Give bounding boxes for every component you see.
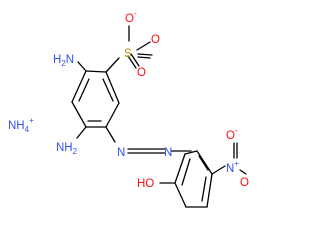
nitro-oxygen-charged: O- <box>226 126 238 142</box>
azo-nitrogen-1: N <box>117 147 125 159</box>
amino-bottom-label: NH2 <box>56 142 78 156</box>
nitro-oxygen: O <box>240 177 249 189</box>
amino-top-label: H2N <box>53 54 74 68</box>
azo-bonds <box>127 148 192 154</box>
upper-benzene-ring <box>71 70 120 128</box>
sulfonate-oxygen-a: O <box>151 34 160 46</box>
sulfonate-oxygen-b: O <box>137 67 146 79</box>
sulfonate-bonds <box>127 25 153 69</box>
ammonium-cation: NH4+ <box>8 116 34 134</box>
lower-benzene-ring <box>174 150 213 208</box>
hydroxyl-label: HO <box>137 178 154 190</box>
sulfur-atom: S <box>124 48 132 60</box>
nitro-nitrogen: N+ <box>226 159 239 175</box>
chemical-structure: NH4+ H2N NH2 S O- O O N N HO N+ O- O <box>8 9 249 208</box>
sulfonate-oxygen-charged: O- <box>125 9 137 25</box>
upper-substituent-bonds <box>76 57 120 143</box>
azo-nitrogen-2: N <box>164 147 172 159</box>
lower-substituent-bonds <box>159 142 247 184</box>
